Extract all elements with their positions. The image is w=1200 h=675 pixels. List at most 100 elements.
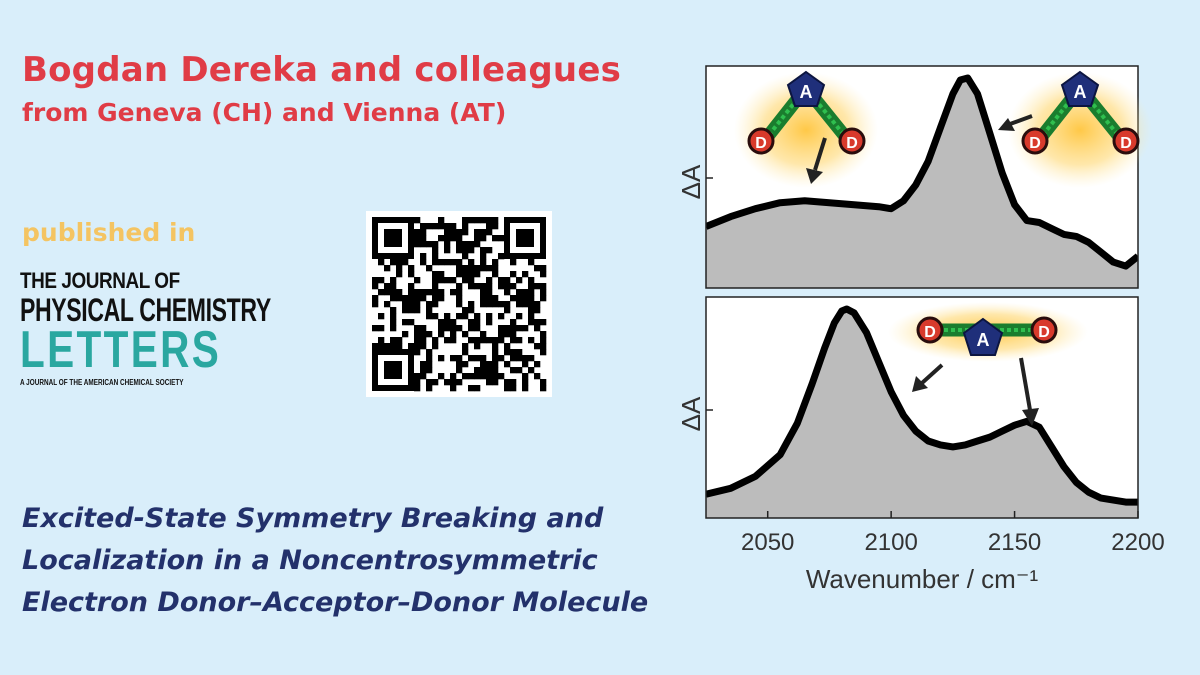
- qr-module: [414, 349, 421, 356]
- qr-module: [492, 349, 499, 356]
- bottom-panel-frame: [705, 296, 1139, 519]
- qr-module: [450, 289, 457, 296]
- top-panel-frame: [705, 65, 1139, 289]
- qr-module: [462, 343, 469, 350]
- qr-module: [444, 325, 451, 332]
- qr-module: [468, 247, 475, 254]
- qr-module: [438, 295, 445, 302]
- qr-module: [528, 337, 535, 344]
- qr-module: [414, 337, 421, 344]
- qr-module: [420, 343, 427, 350]
- qr-module: [456, 301, 463, 308]
- qr-module: [504, 277, 511, 284]
- qr-module: [480, 367, 487, 374]
- molecule-bent-left: A D D: [734, 70, 878, 188]
- acceptor-pentagon: [1060, 70, 1100, 107]
- qr-module: [534, 343, 541, 350]
- donor-circle-left: [747, 127, 775, 155]
- x-tick-label: 2100: [864, 529, 917, 556]
- qr-module: [468, 277, 475, 284]
- qr-module: [516, 313, 523, 320]
- qr-module: [426, 313, 433, 320]
- donor-circle-right: [1030, 316, 1058, 344]
- qr-module: [468, 283, 475, 290]
- qr-module: [426, 331, 433, 338]
- qr-module: [492, 217, 499, 224]
- qr-module: [414, 229, 421, 236]
- qr-module: [540, 319, 547, 326]
- donor-label-left: D: [1029, 135, 1041, 152]
- qr-module: [492, 265, 499, 272]
- qr-module: [510, 355, 517, 362]
- qr-module: [396, 265, 403, 272]
- qr-module: [414, 331, 421, 338]
- qr-module: [450, 319, 457, 326]
- qr-module: [390, 325, 397, 332]
- qr-module: [384, 283, 391, 290]
- qr-module: [402, 259, 409, 266]
- donor-label-left: D: [755, 135, 767, 152]
- qr-module: [384, 301, 391, 308]
- qr-module: [408, 343, 415, 350]
- qr-module: [408, 265, 415, 272]
- qr-module: [438, 217, 445, 224]
- molecule-glow: [1008, 72, 1152, 188]
- qr-module: [480, 373, 487, 380]
- qr-module: [492, 343, 499, 350]
- qr-module: [444, 241, 451, 248]
- author-heading: Bogdan Dereka and colleagues: [22, 50, 622, 90]
- qr-module: [432, 301, 439, 308]
- qr-module: [426, 355, 433, 362]
- qr-module: [456, 325, 463, 332]
- qr-module: [456, 271, 463, 278]
- qr-module: [468, 241, 475, 248]
- qr-module: [474, 355, 481, 362]
- qr-code-icon[interactable]: [366, 211, 552, 397]
- qr-module: [480, 229, 487, 236]
- qr-module: [528, 367, 535, 374]
- qr-module: [486, 379, 493, 386]
- qr-module: [420, 241, 427, 248]
- qr-module: [408, 301, 415, 308]
- qr-module: [420, 253, 427, 260]
- qr-module: [456, 379, 463, 386]
- qr-module: [528, 355, 535, 362]
- qr-module: [420, 373, 427, 380]
- qr-module: [510, 367, 517, 374]
- qr-module: [444, 247, 451, 254]
- qr-module: [462, 253, 469, 260]
- qr-module: [438, 331, 445, 338]
- qr-module: [390, 295, 397, 302]
- qr-module: [510, 271, 517, 278]
- acceptor-pentagon: [962, 317, 1004, 356]
- qr-module: [444, 313, 451, 320]
- qr-module: [414, 277, 421, 284]
- qr-module: [540, 337, 547, 344]
- qr-module: [438, 319, 445, 326]
- qr-module: [432, 247, 439, 254]
- qr-module: [540, 379, 547, 386]
- qr-module: [462, 247, 469, 254]
- qr-module: [462, 313, 469, 320]
- qr-module: [492, 361, 499, 368]
- qr-module: [462, 229, 469, 236]
- qr-module: [420, 229, 427, 236]
- qr-module: [528, 307, 535, 314]
- qr-module: [474, 343, 481, 350]
- qr-module: [444, 259, 451, 266]
- qr-module: [378, 259, 385, 266]
- arrow-top-left-shaft: [813, 137, 827, 171]
- qr-module: [492, 295, 499, 302]
- annotation-arrows: [806, 114, 1039, 426]
- qr-module: [504, 325, 511, 332]
- top-spectrum-line: [706, 74, 1138, 270]
- qr-module: [456, 295, 463, 302]
- qr-module: [414, 343, 421, 350]
- qr-module: [390, 289, 397, 296]
- qr-module: [432, 277, 439, 284]
- qr-module: [492, 259, 499, 266]
- qr-module: [474, 367, 481, 374]
- qr-module: [468, 259, 475, 266]
- qr-module: [456, 289, 463, 296]
- qr-module: [372, 295, 379, 302]
